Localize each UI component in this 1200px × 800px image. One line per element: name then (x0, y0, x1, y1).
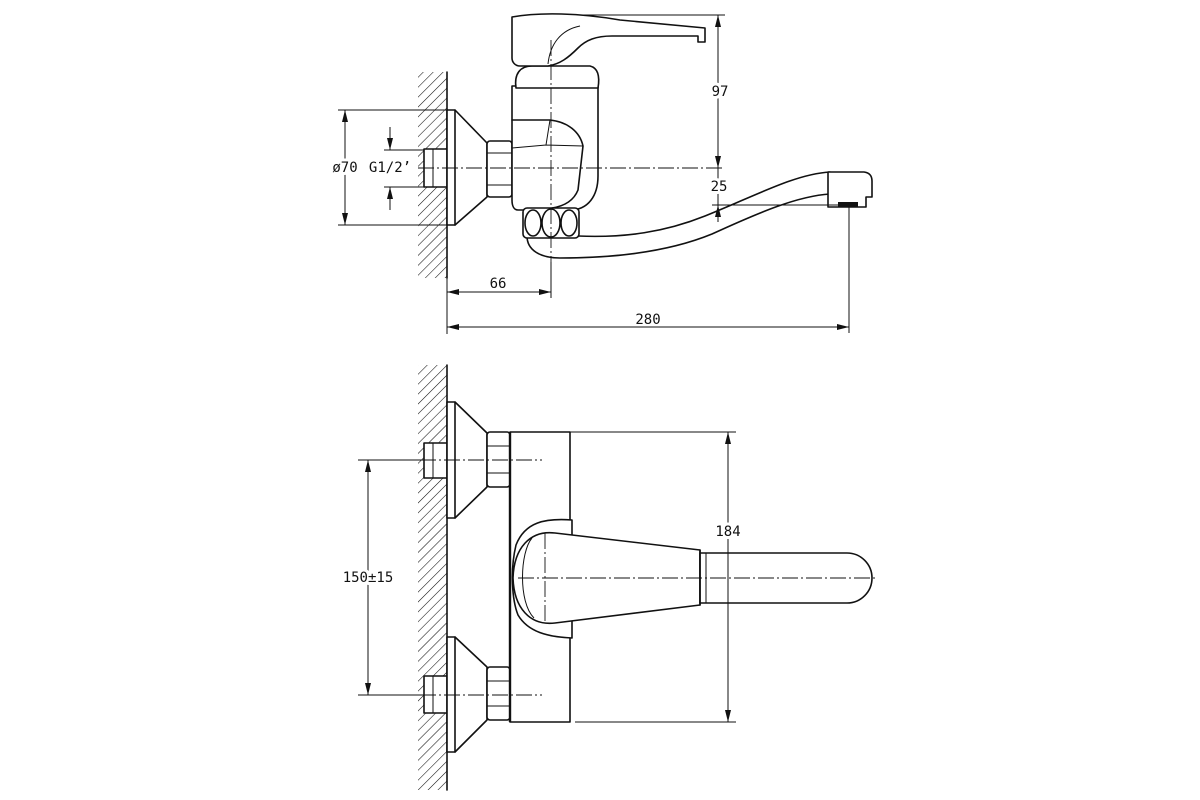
side-view: 97 25 ø70 G1/2’ 66 280 (329, 13, 873, 334)
side-flange (446, 109, 488, 226)
top-lever-contour (522, 537, 535, 619)
top-lever-grip (512, 531, 701, 625)
top-wall-hatch (418, 365, 447, 790)
label-flange-diameter: ø70 (332, 160, 357, 176)
label-wall-to-axis: 66 (490, 276, 507, 292)
side-cartridge-cap (514, 65, 600, 89)
side-body (511, 85, 599, 211)
side-cover-facet (511, 119, 584, 149)
side-lever-handle (511, 13, 706, 67)
label-thread: G1/2’ (369, 160, 411, 176)
label-spout-drop: 25 (711, 179, 728, 195)
top-upper-thread (423, 442, 448, 479)
side-spout (526, 171, 831, 259)
side-swivel-knurl (524, 209, 542, 237)
label-body-height: 184 (715, 524, 740, 540)
side-hex-nut (486, 140, 513, 198)
top-view: 184 150±15 (340, 364, 876, 791)
top-lower-hex-nut (486, 666, 511, 721)
label-reach: 280 (635, 312, 660, 328)
top-lower-thread (423, 675, 448, 714)
side-swivel-knurl (560, 209, 578, 237)
side-lever-contour (547, 25, 581, 65)
top-lower-flange (446, 636, 488, 753)
label-lever-height: 97 (712, 84, 729, 100)
top-upper-hex-nut (486, 431, 511, 488)
label-inlet-spacing: 150±15 (343, 570, 394, 586)
side-aerator (827, 171, 873, 208)
